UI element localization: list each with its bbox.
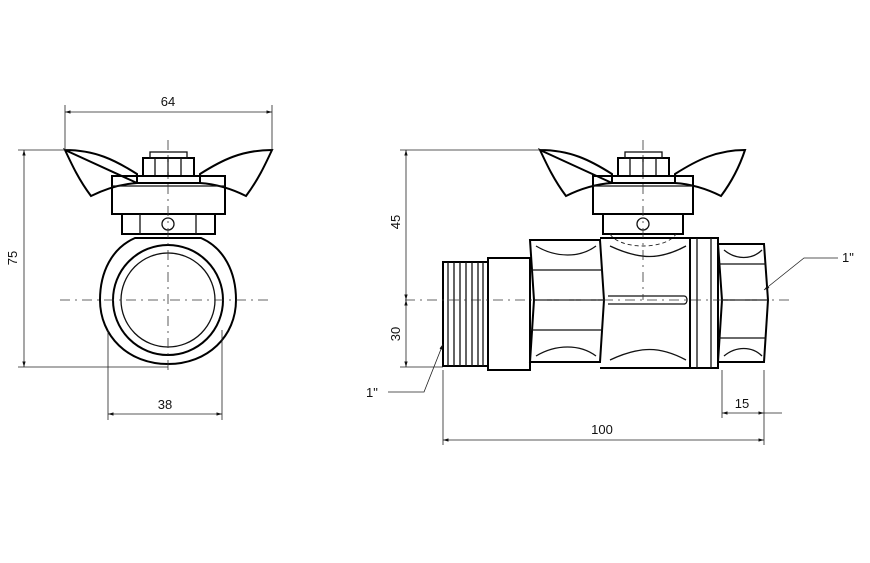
- side-handle: [537, 147, 747, 198]
- label-thread-male: 1": [366, 385, 378, 400]
- side-body: [600, 237, 719, 369]
- front-handle: [62, 147, 274, 198]
- dim-front-width: 64: [161, 94, 175, 109]
- side-hex-nut: [528, 239, 606, 363]
- dim-side-nut: 15: [735, 396, 749, 411]
- front-stem-block: [111, 175, 226, 215]
- dim-side-length: 100: [591, 422, 613, 437]
- side-male-thread: [442, 257, 531, 371]
- dim-side-height-upper: 45: [388, 215, 403, 229]
- label-thread-female: 1": [842, 250, 854, 265]
- front-view: 64 75 38: [5, 94, 274, 420]
- dim-front-bottom-width: 38: [158, 397, 172, 412]
- side-female-nut: [716, 243, 770, 363]
- side-view: 45 30 100 15 1" 1": [366, 140, 854, 445]
- dim-side-height-lower: 30: [388, 327, 403, 341]
- dim-front-height: 75: [5, 251, 20, 265]
